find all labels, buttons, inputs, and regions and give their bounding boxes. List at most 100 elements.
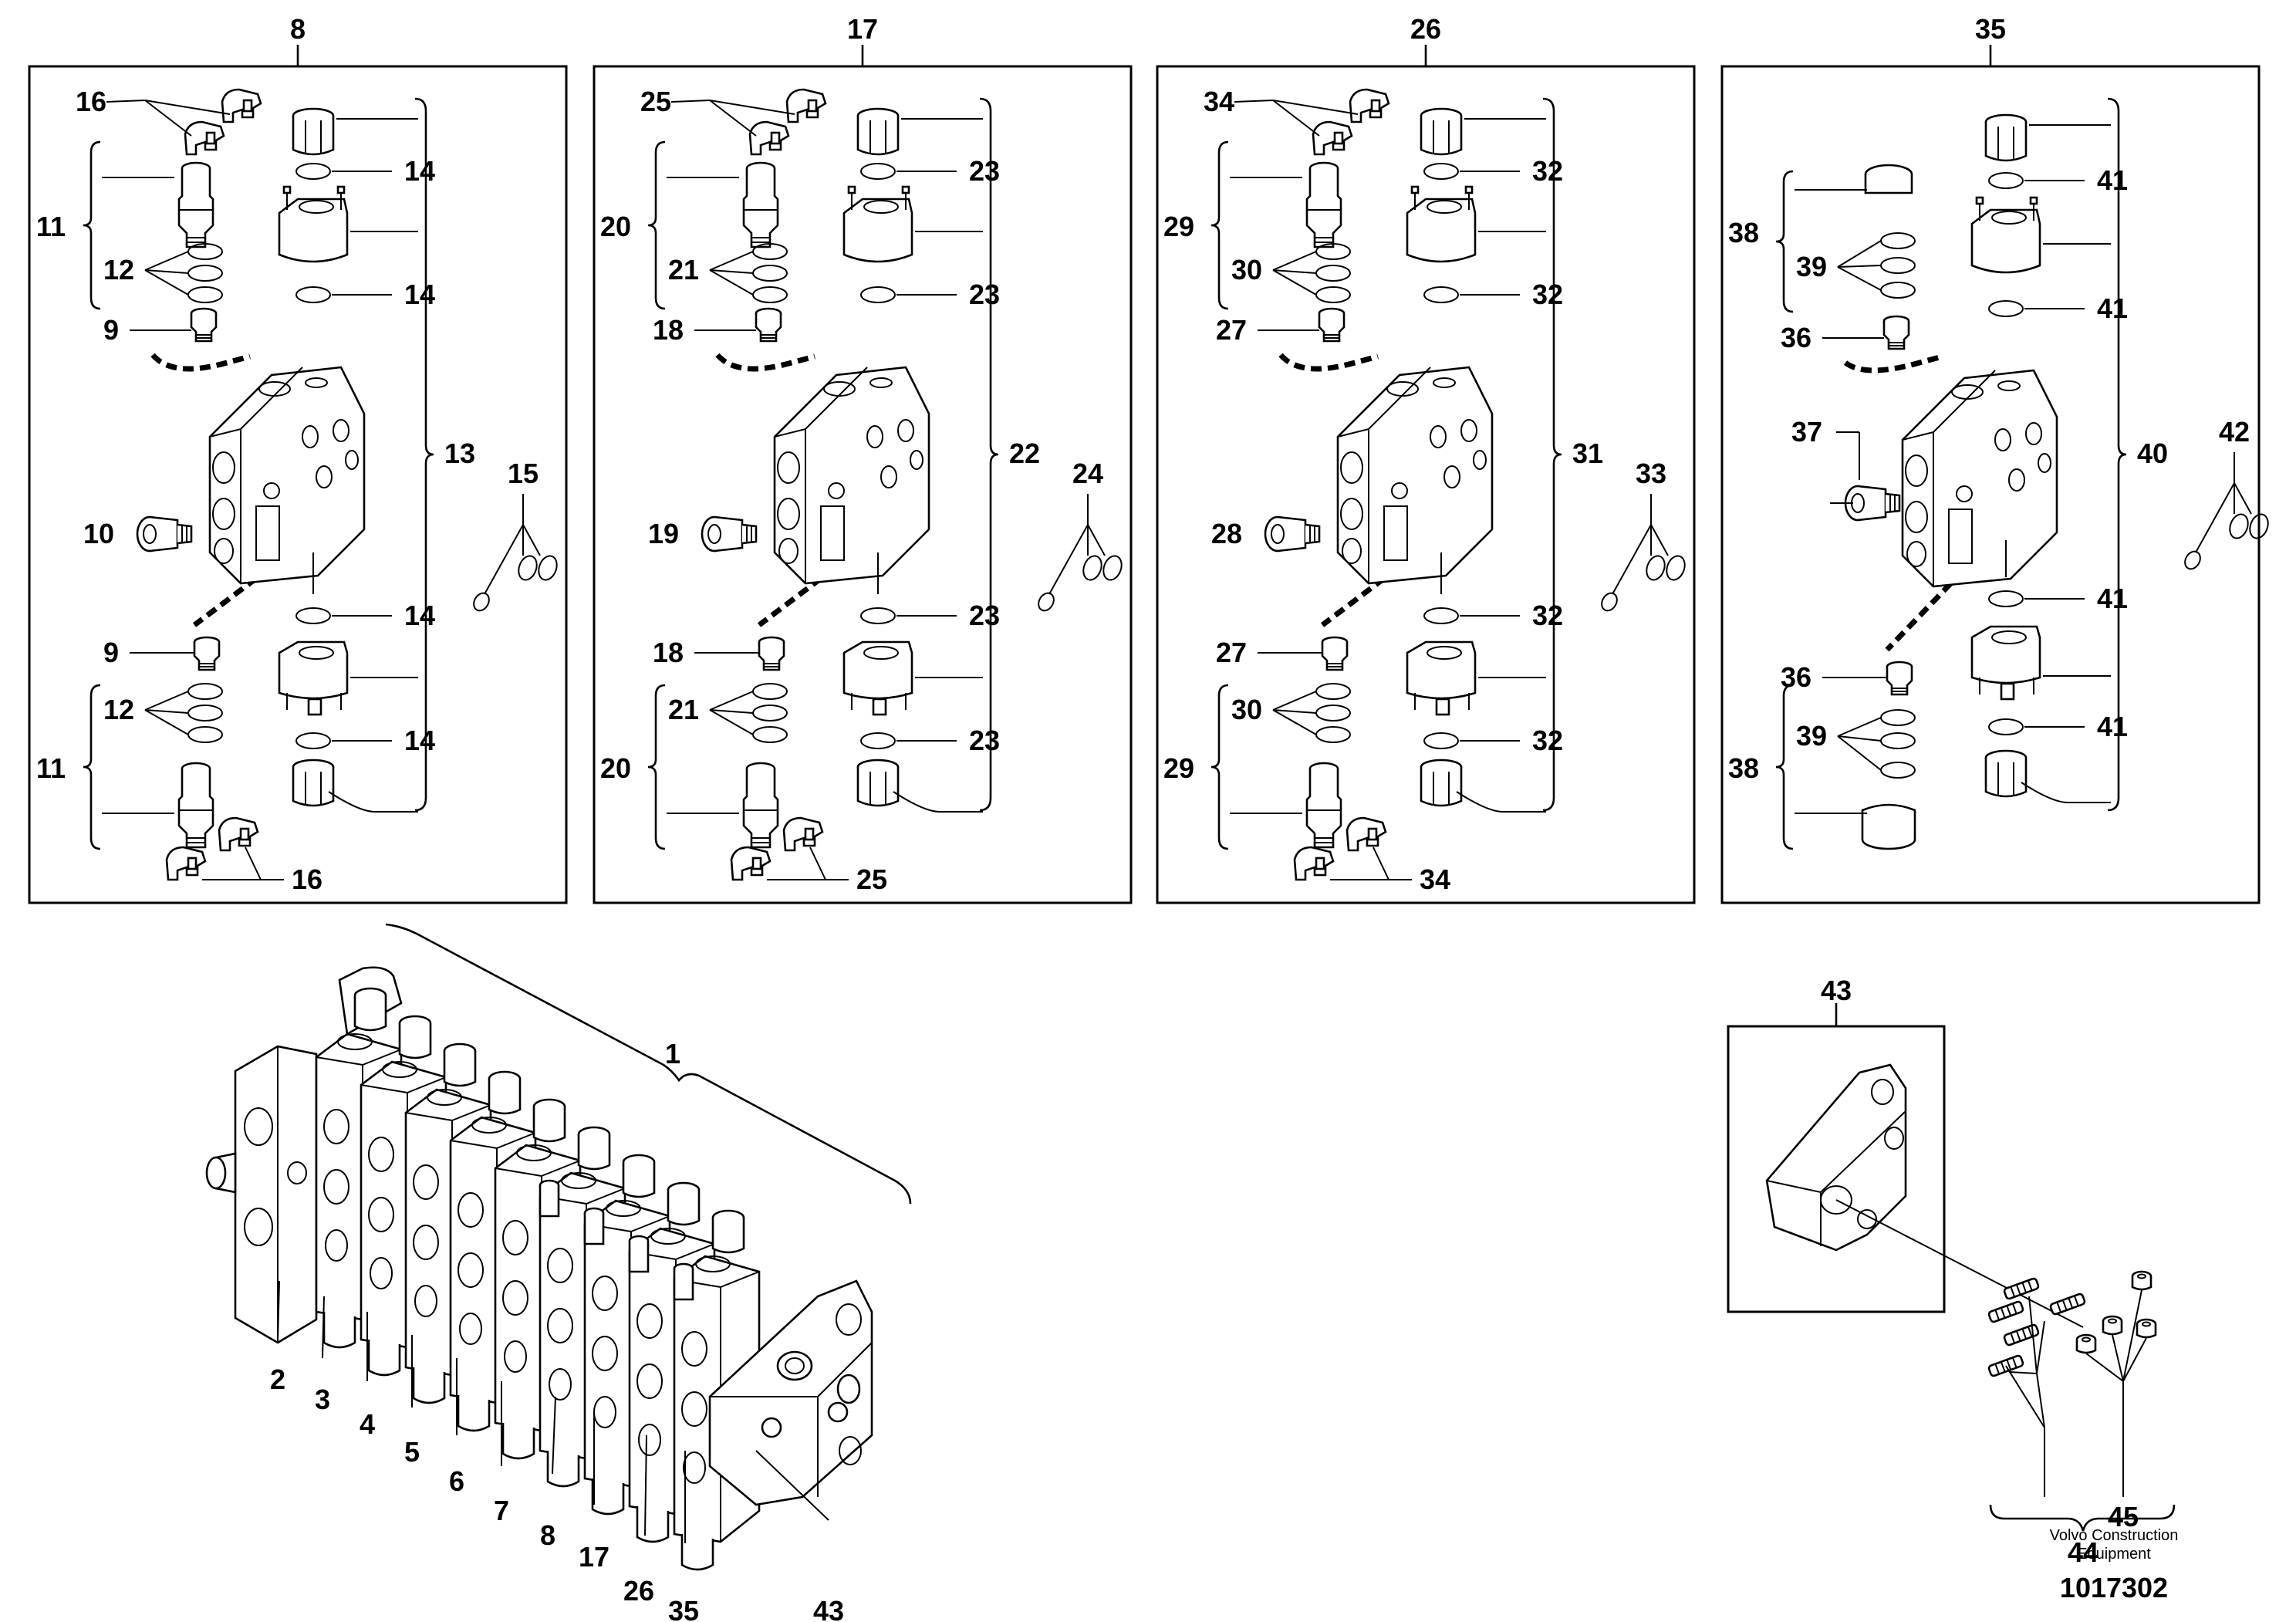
o-ring: [860, 286, 896, 303]
assembly-label: 1: [665, 1038, 680, 1070]
seal-ring: [187, 726, 223, 743]
clip: [218, 816, 259, 852]
pilot-cover: [842, 185, 913, 263]
assembly-section-label: 7: [494, 1495, 509, 1526]
section-body: [1901, 369, 2058, 588]
relief-cartridge: [177, 762, 214, 849]
cartridge-label: 29: [1163, 752, 1194, 784]
plug-label: 27: [1216, 314, 1247, 346]
plug: [193, 636, 221, 671]
o-ring-label: 41: [2097, 164, 2128, 196]
screw-plug-label: 19: [648, 518, 679, 549]
o-ring: [860, 732, 896, 749]
pilot-cover: [1406, 185, 1477, 263]
seal-ring: [1315, 683, 1351, 700]
o-ring: [295, 732, 331, 749]
clip: [1349, 88, 1390, 123]
o-ring: [295, 163, 331, 180]
o-ring: [1423, 163, 1459, 180]
seal-ring: [752, 726, 788, 743]
relief-cartridge: [1305, 161, 1342, 248]
clip: [785, 88, 827, 123]
cartridge-label: 11: [36, 752, 66, 784]
screw-plug: [1844, 485, 1901, 522]
clip: [730, 846, 772, 881]
seal-ring: [1315, 726, 1351, 743]
seal-ring: [1315, 286, 1351, 303]
screw-plug-label: 28: [1211, 518, 1242, 549]
kit-studs-label: 44: [2068, 1536, 2098, 1568]
screw-plug-label: 10: [83, 518, 114, 549]
seal-label: 30: [1231, 254, 1262, 286]
o-ring-label: 14: [404, 600, 435, 631]
seal-kit: [1598, 493, 1689, 614]
cartridge-label: 11: [36, 211, 66, 242]
o-ring: [1423, 732, 1459, 749]
assembly-section-label: 5: [404, 1436, 420, 1468]
valve-assembly: [205, 923, 912, 1571]
clip: [1312, 120, 1353, 156]
seal-label: 39: [1796, 720, 1827, 752]
seal-ring: [1880, 232, 1916, 249]
plug-label: 18: [653, 314, 684, 346]
seal-kit: [1035, 493, 1126, 614]
o-ring: [860, 607, 896, 624]
cap-nut: [1984, 113, 2028, 162]
seal-kit-label: 33: [1636, 458, 1666, 489]
cartridge-label: 29: [1163, 211, 1194, 242]
seal-ring: [752, 705, 788, 721]
cap-nut: [1984, 749, 2028, 798]
assembly-section-label: 2: [270, 1363, 285, 1395]
o-ring-label: 32: [1532, 155, 1563, 187]
seal-kit-label: 24: [1072, 458, 1103, 489]
o-ring: [295, 607, 331, 624]
section-body: [1336, 366, 1494, 585]
o-ring: [1988, 590, 2024, 607]
o-ring: [1423, 607, 1459, 624]
clip-label: 34: [1204, 86, 1234, 117]
clip-label: 25: [856, 863, 887, 895]
clip-label: 25: [640, 86, 671, 117]
section-title: 8: [290, 13, 306, 45]
screw-plug-label: 37: [1791, 416, 1822, 448]
cap-nut: [1420, 759, 1463, 807]
cap-nut: [856, 759, 900, 807]
plug-label: 9: [103, 314, 119, 346]
o-ring: [1423, 286, 1459, 303]
seal-ring: [1880, 257, 1916, 274]
seal-ring: [1880, 732, 1916, 749]
o-ring: [295, 286, 331, 303]
clip: [184, 120, 225, 156]
plug-label: 9: [103, 637, 119, 668]
section-assembly-label: 13: [444, 438, 475, 469]
plug-label: 18: [653, 637, 684, 668]
cap-nut: [1420, 107, 1463, 156]
assembly-section-label: 26: [623, 1575, 654, 1607]
plug: [758, 636, 785, 671]
seal-ring: [1880, 282, 1916, 299]
clip: [748, 120, 790, 156]
assembly-section-label: 43: [813, 1595, 844, 1622]
seal-ring: [752, 286, 788, 303]
plug: [1318, 307, 1346, 343]
cartridge-label: 20: [600, 752, 631, 784]
o-ring-label: 23: [969, 725, 1000, 756]
end-cover-title: 43: [1821, 975, 1852, 1006]
section-assembly-label: 31: [1572, 438, 1603, 469]
screw-plug: [136, 515, 193, 552]
seal-ring: [1315, 265, 1351, 282]
kit-nuts-label: 45: [2108, 1501, 2139, 1532]
screw-plug: [1264, 515, 1321, 552]
end-cover-panel: 43 45 44: [1727, 975, 2176, 1568]
section-title: 17: [847, 13, 878, 45]
assembly-section-label: 4: [360, 1408, 375, 1440]
o-ring: [1988, 718, 2024, 735]
o-ring-label: 14: [404, 155, 435, 187]
clip-label: 16: [292, 863, 322, 895]
cap-nut: [292, 759, 335, 807]
seal-label: 30: [1231, 694, 1262, 725]
seal-label: 21: [668, 694, 699, 725]
